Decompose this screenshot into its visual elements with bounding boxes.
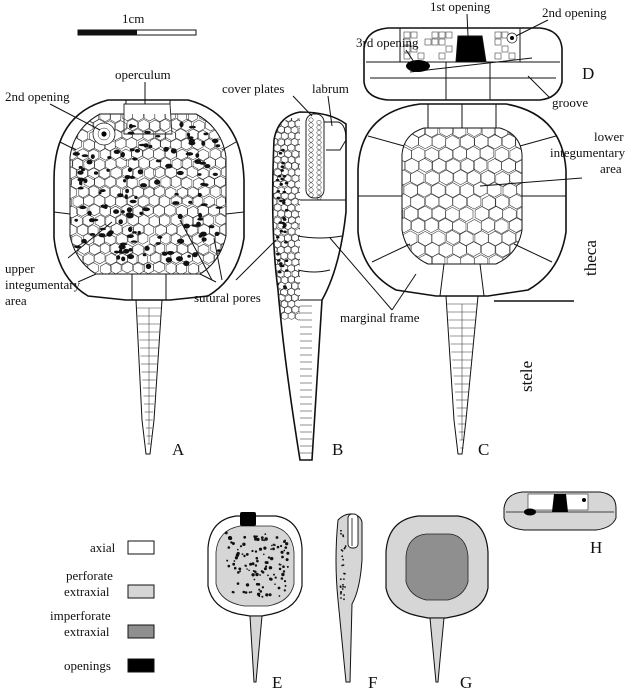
panel-c-diagram	[357, 103, 567, 455]
panel-letter-g: G	[460, 673, 472, 692]
label-cover-plates: cover plates	[222, 81, 284, 96]
scale-bar: 1cm	[77, 11, 197, 36]
label-groove: groove	[552, 95, 588, 110]
label-sutural-pores: sutural pores	[194, 290, 261, 305]
label-marginal-frame: marginal frame	[340, 310, 420, 325]
panel-letter-b: B	[332, 440, 343, 459]
legend-item-axial: axial	[90, 540, 155, 555]
first-opening-shape	[455, 35, 487, 63]
legend-item-perforate-extraxial: perforate extraxial	[64, 568, 155, 599]
legend-swatch-imperforate	[127, 624, 155, 639]
legend-item-openings: openings	[64, 658, 155, 673]
legend-label-perforate-2: extraxial	[64, 584, 110, 599]
legend-item-imperforate-extraxial: imperforate extraxial	[50, 608, 155, 639]
label-upper-integumentary-3: area	[5, 293, 27, 308]
label-stele: stele	[517, 361, 536, 392]
panel-h-diagram	[503, 491, 617, 531]
legend-swatch-perforate	[127, 584, 155, 599]
legend: axial perforate extraxial imperforate ex…	[50, 540, 155, 673]
label-labrum: labrum	[312, 81, 349, 96]
panel-letter-c: C	[478, 440, 489, 459]
panel-g-diagram	[385, 515, 489, 683]
legend-label-perforate-1: perforate	[66, 568, 113, 583]
panel-letter-h: H	[590, 538, 602, 557]
label-second-opening-top: 2nd opening	[542, 5, 607, 20]
label-theca: theca	[581, 240, 600, 276]
label-lower-integumentary-1: lower	[594, 129, 624, 144]
panel-letter-e: E	[272, 673, 282, 692]
label-second-opening-left: 2nd opening	[5, 89, 70, 104]
label-upper-integumentary-2: integumentary	[5, 277, 81, 292]
label-first-opening: 1st opening	[430, 0, 491, 14]
panel-e-diagram	[207, 512, 303, 683]
panel-b-diagram	[271, 111, 347, 461]
legend-label-imperforate-1: imperforate	[50, 608, 111, 623]
panel-letter-d: D	[582, 64, 594, 83]
legend-swatch-openings	[127, 658, 155, 673]
panel-f-diagram	[335, 513, 363, 683]
label-lower-integumentary-2: integumentary	[550, 145, 626, 160]
leader-lines	[49, 13, 583, 311]
panel-letter-a: A	[172, 440, 185, 459]
panel-letters: A B C D E F G H	[172, 64, 602, 692]
legend-swatch-axial	[127, 540, 155, 555]
legend-label-axial: axial	[90, 540, 116, 555]
panel-letter-f: F	[368, 673, 377, 692]
legend-label-openings: openings	[64, 658, 111, 673]
legend-label-imperforate-2: extraxial	[64, 624, 110, 639]
label-operculum: operculum	[115, 67, 171, 82]
label-upper-integumentary-1: upper	[5, 261, 35, 276]
panel-a-diagram	[53, 99, 245, 455]
annotation-labels: 1st opening 2nd opening 3rd opening oper…	[5, 0, 626, 392]
label-lower-integumentary-3: area	[600, 161, 622, 176]
third-opening-shape	[406, 60, 430, 72]
label-third-opening: 3rd opening	[356, 35, 419, 50]
second-opening-rosette	[92, 122, 116, 146]
scale-bar-label: 1cm	[122, 11, 144, 26]
panel-d-diagram	[363, 27, 563, 101]
